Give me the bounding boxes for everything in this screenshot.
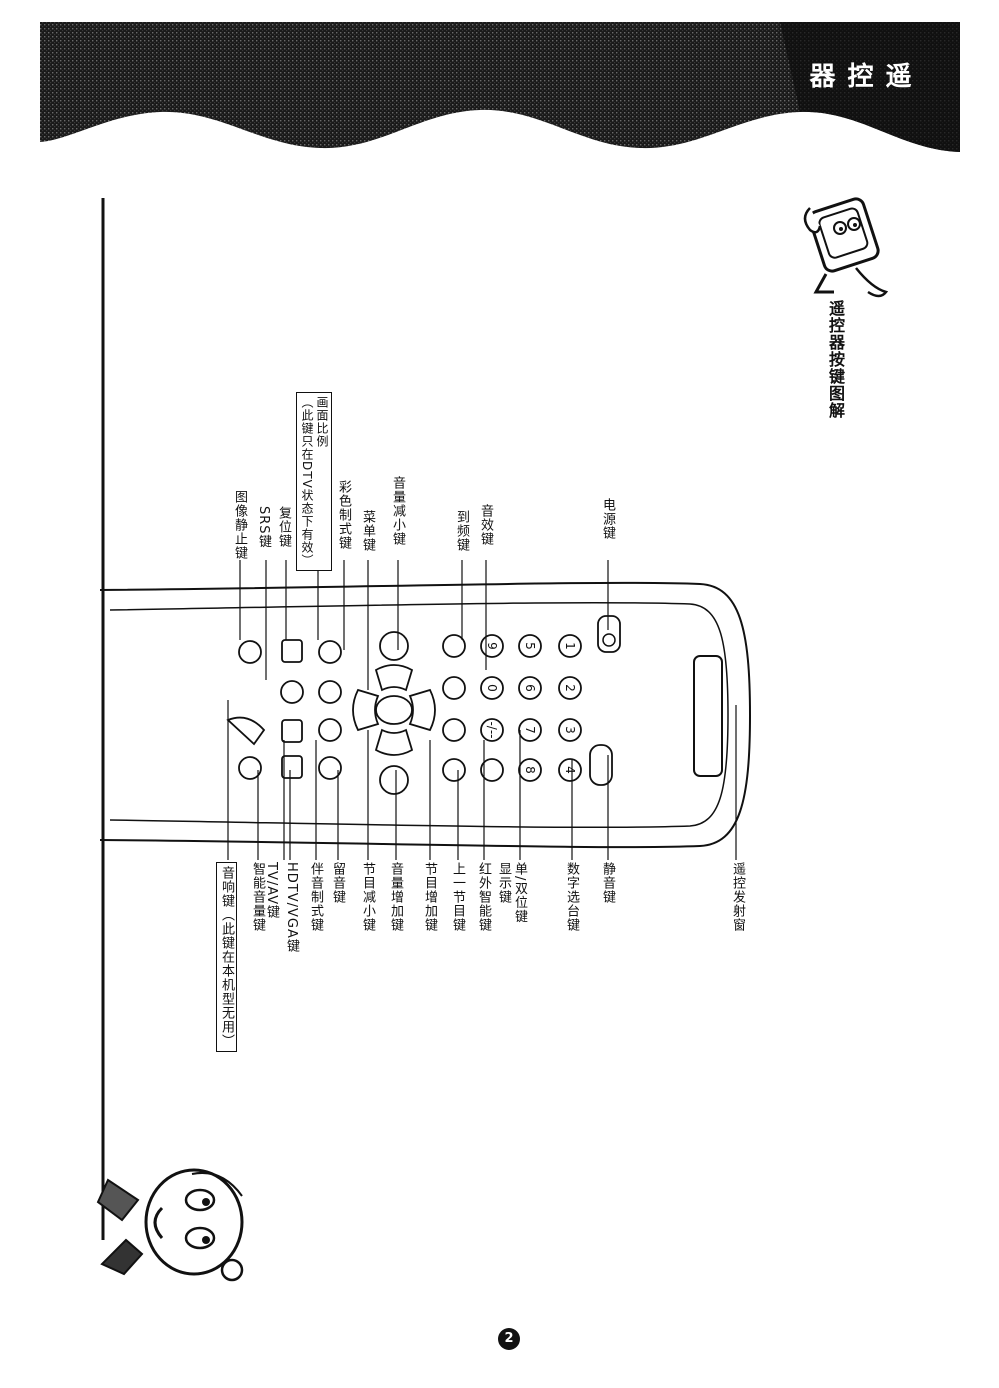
svg-text:6: 6 [523,684,537,692]
label-display-key: 显示键 [496,862,511,904]
header-char-1: 遥 [881,62,911,88]
page-number: 2 [498,1328,520,1350]
section-title: 遥控器按键图解 [826,300,845,419]
label-sound-key: 音响键（此键在本机型无用） [216,862,237,1052]
header-char-3: 器 [805,62,835,88]
svg-text:9: 9 [485,642,499,650]
aspect-note-box: 画面比例 （此键只在DTV状态下有效） [296,392,332,571]
label-freeze-key: 图像静止键 [232,490,247,560]
label-color-mode-key: 彩色制式键 [336,480,351,550]
label-ir-window: 遥控发射窗 [730,862,745,932]
label-single-double-key: 单/双位键 [512,862,527,924]
label-power-key: 电源键 [600,498,615,540]
label-vol-down-key: 音量减小键 [390,476,405,546]
label-prev-channel-key: 上一节目键 [450,862,465,932]
label-timer-key: 留音键 [330,862,345,904]
label-tv-key: 到频键 [454,510,469,552]
label-smart-sound-key: 智能音量键 [250,862,265,932]
svg-text:-/--: -/-- [485,721,499,738]
remote-control-illustration: 1 2 3 4 5 6 7 8 9 0 -/-- [100,581,752,849]
label-companion-key: 伴音制式键 [308,862,323,932]
label-aspect-key: 画面比例 [315,396,329,448]
label-tvav-key: TV/AV键 [264,862,279,920]
label-vol-up-key: 音量增加键 [388,862,403,932]
svg-text:5: 5 [523,642,537,650]
label-sound-effect-key: 音效键 [478,504,493,546]
svg-text:3: 3 [563,726,577,734]
header-char-2: 控 [843,62,873,88]
label-aspect-note: （此键只在DTV状态下有效） [300,396,314,567]
svg-text:1: 1 [563,642,577,650]
label-menu-key: 菜单键 [360,510,375,552]
svg-text:4: 4 [563,766,577,774]
svg-text:7: 7 [523,726,537,734]
label-ir-learn-key: 红外智能键 [476,862,491,932]
svg-text:2: 2 [563,684,577,692]
label-hdtv-key: HDTV/VGA键 [284,862,299,953]
label-ch-down-key: 节目减小键 [360,862,375,932]
label-digit-keys: 数字选台键 [564,862,579,932]
tv-mascot-illustration [803,197,889,298]
cartoon-mascot-illustration [96,1168,244,1282]
label-srs-key: SRS键 [256,506,271,549]
label-reset-key: 复位键 [276,506,291,548]
svg-text:0: 0 [485,684,499,692]
label-ch-up-key: 节目增加键 [422,862,437,932]
svg-text:8: 8 [523,766,537,774]
label-mute-key: 静音键 [600,862,615,904]
